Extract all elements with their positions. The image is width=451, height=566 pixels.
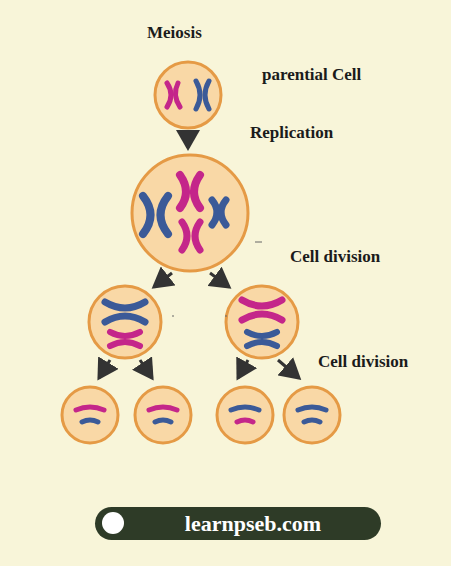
gamete-cell — [217, 387, 273, 443]
tick — [225, 316, 227, 317]
chromosome — [175, 83, 180, 107]
gamete-cell — [135, 387, 191, 443]
stage-label: Cell division — [318, 352, 408, 372]
daughter-cell — [226, 286, 298, 358]
chromatid — [231, 407, 259, 410]
stage-label: Replication — [250, 123, 333, 143]
gamete-cell — [62, 387, 118, 443]
stage-label: Cell division — [290, 247, 380, 267]
chromosome — [167, 83, 171, 107]
chromosome — [242, 300, 282, 320]
chromatid — [237, 420, 253, 422]
arrow — [140, 360, 152, 378]
chromosome — [212, 200, 226, 225]
gamete-cell — [284, 387, 340, 443]
chromatid — [149, 407, 177, 410]
tick — [172, 316, 174, 317]
chromosome — [180, 175, 200, 208]
pill-dot — [102, 512, 124, 534]
chromatid — [298, 407, 326, 410]
chromosome — [143, 196, 168, 234]
arrow — [210, 273, 229, 287]
parent-cell — [155, 62, 221, 128]
chromosome — [196, 81, 200, 109]
arrow — [278, 360, 299, 378]
arrow — [99, 360, 110, 378]
chromatid — [155, 420, 171, 422]
daughter-cell — [89, 286, 161, 358]
chromosome — [110, 332, 140, 346]
tick — [255, 242, 262, 243]
chromatid — [304, 420, 320, 422]
arrow — [187, 131, 190, 148]
arrow — [154, 273, 172, 287]
replicated-cell — [132, 155, 248, 271]
chromatid — [82, 420, 98, 422]
tick-marks — [172, 242, 262, 316]
chromosome — [247, 332, 277, 346]
division-arrows — [99, 131, 299, 378]
chromatid — [76, 407, 104, 410]
stage-label: parential Cell — [262, 65, 361, 85]
watermark-pill: learnpseb.com — [95, 507, 381, 540]
chromosome — [182, 222, 200, 250]
diagram-title: Meiosis — [147, 23, 202, 43]
chromosome — [205, 81, 209, 109]
arrow — [238, 360, 248, 378]
watermark-text: learnpseb.com — [185, 511, 321, 537]
chromosome — [105, 302, 145, 322]
